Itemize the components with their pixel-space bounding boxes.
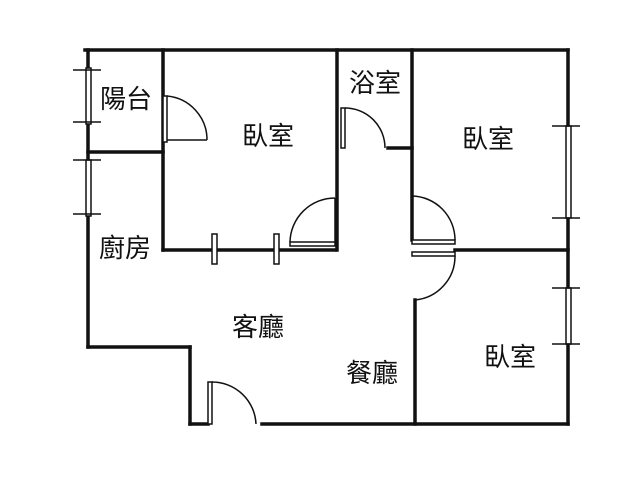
room-label-bedroom-tl: 臥室 — [242, 122, 294, 152]
window-bedroom-tr — [552, 125, 580, 219]
window-balcony — [73, 67, 101, 125]
door-balcony — [162, 95, 208, 143]
room-label-bedroom-tr: 臥室 — [462, 125, 514, 155]
room-label-bedroom-br: 臥室 — [484, 343, 536, 373]
room-label-bath: 浴室 — [349, 69, 401, 99]
window-bedroom-tl-inner — [211, 233, 280, 265]
room-label-balcony: 陽台 — [100, 85, 152, 115]
room-label-dining: 餐廳 — [346, 359, 398, 389]
door-bedroom-br — [411, 251, 456, 301]
doors — [162, 95, 456, 425]
windows — [73, 67, 580, 345]
door-bedroom-tl — [289, 197, 336, 247]
room-label-living: 客廳 — [232, 313, 284, 343]
door-bedroom-tr — [411, 195, 456, 245]
door-bath — [340, 107, 386, 149]
room-label-kitchen: 廚房 — [99, 234, 151, 264]
window-kitchen — [73, 159, 101, 217]
window-bedroom-br — [552, 287, 580, 345]
door-entrance — [207, 381, 257, 425]
